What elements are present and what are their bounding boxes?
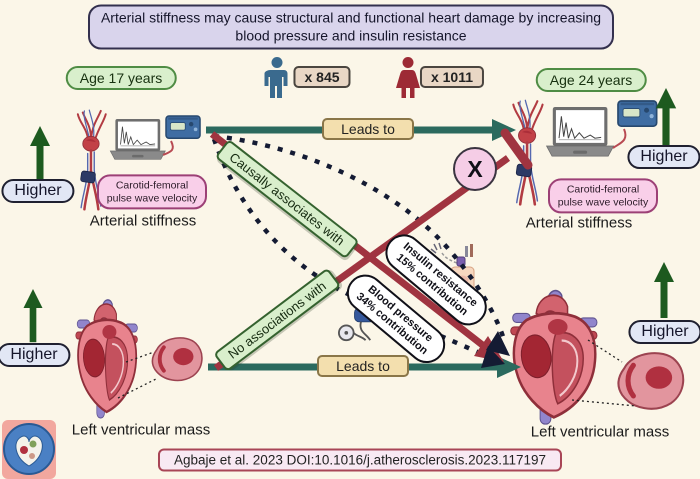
leads-to-label-bottom: Leads to	[317, 355, 409, 377]
up-arrow-icon	[655, 88, 677, 146]
up-arrow-icon	[23, 289, 43, 343]
pwv-device	[617, 100, 658, 128]
heart-logo	[2, 420, 56, 479]
ventricle-slice	[618, 353, 683, 409]
up-arrow-icon	[30, 126, 50, 182]
heart-illustration	[509, 289, 599, 426]
pwv-device	[165, 115, 201, 139]
blocked-path-x-marker: X	[453, 147, 497, 191]
higher-badge: Higher	[1, 179, 75, 203]
heart-illustration	[74, 298, 139, 420]
female-icon	[396, 57, 420, 98]
lv-mass-label: Left ventricular mass	[71, 421, 211, 439]
title-banner: Arterial stiffness may cause structural …	[88, 4, 614, 50]
dashed-arrowhead	[481, 346, 505, 368]
higher-badge: Higher	[628, 320, 700, 344]
lv-mass-label: Left ventricular mass	[530, 423, 670, 441]
laptop-pwv-trace	[109, 118, 166, 160]
arterial-stiffness-label: Arterial stiffness	[89, 212, 197, 230]
laptop-pwv-trace	[546, 106, 615, 157]
ventricle-slice	[150, 335, 204, 383]
dashed-arrowhead	[486, 331, 510, 356]
citation: Agbaje et al. 2023 DOI:10.1016/j.atheros…	[157, 448, 563, 472]
female-count-badge: x 1011	[419, 66, 485, 88]
up-arrow-icon	[654, 262, 674, 318]
male-count-badge: x 845	[293, 66, 351, 88]
leads-to-label-top: Leads to	[322, 118, 414, 140]
age-17-badge: Age 17 years	[65, 66, 177, 90]
higher-badge: Higher	[0, 343, 71, 367]
higher-badge: Higher	[627, 145, 700, 169]
male-icon	[264, 57, 288, 98]
age-24-badge: Age 24 years	[535, 68, 647, 92]
arterial-stiffness-label: Arterial stiffness	[525, 214, 633, 232]
pwv-measure-label: Carotid-femoral pulse wave velocity	[97, 174, 207, 210]
pwv-measure-label: Carotid-femoral pulse wave velocity	[548, 178, 658, 214]
